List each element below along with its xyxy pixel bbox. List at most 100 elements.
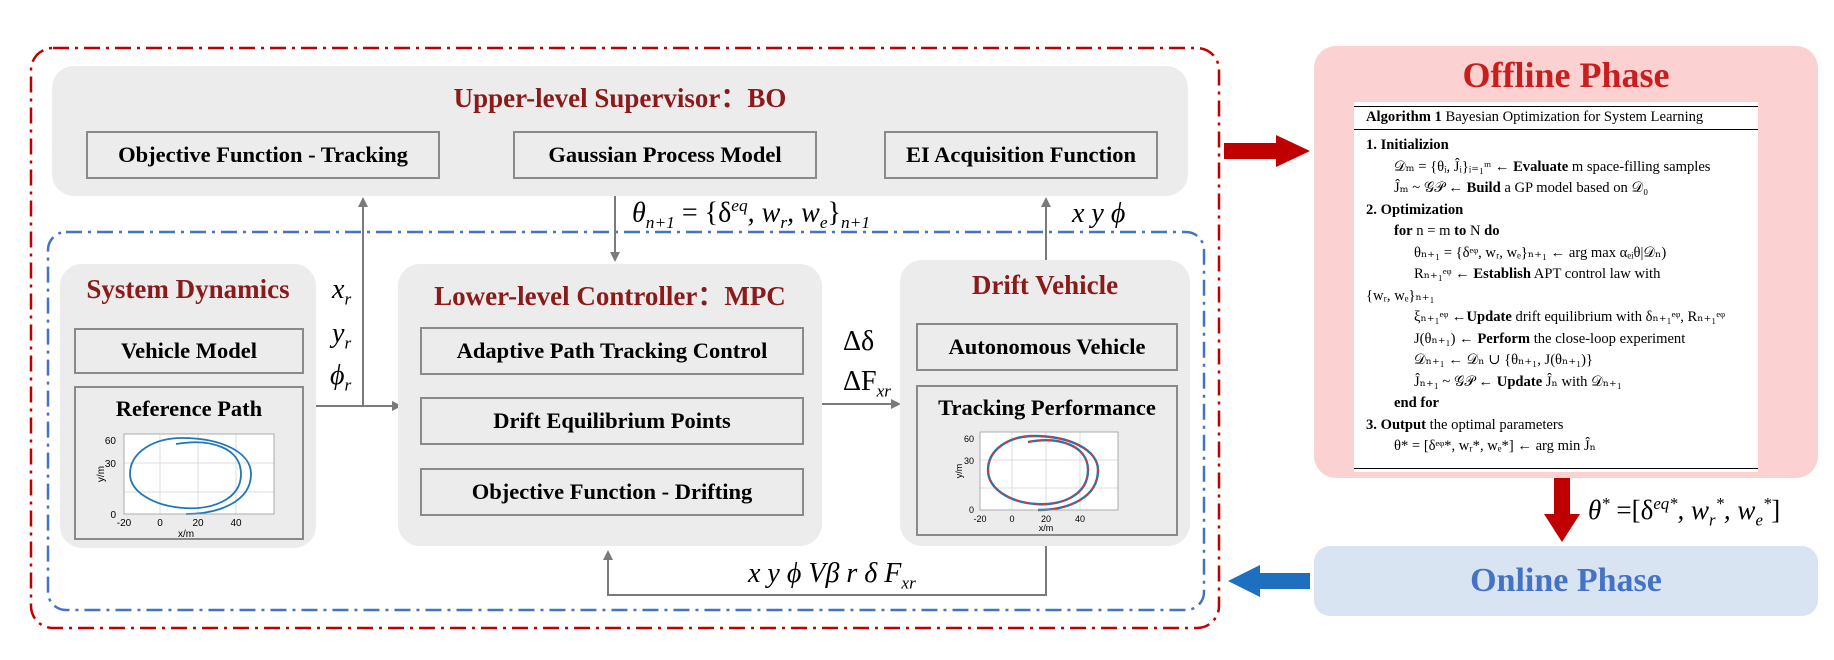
algorithm-line-text: {wᵣ, wₑ}ₙ₊₁ — [1366, 287, 1435, 304]
lower-frame — [46, 230, 1206, 612]
gaussian-process-box: Gaussian Process Model — [513, 131, 817, 179]
upper-supervisor-title: Upper-level Supervisor：BO — [453, 83, 787, 113]
ref-xtick-40: 40 — [230, 518, 242, 529]
algorithm-box: Algorithm 1 Bayesian Optimization for Sy… — [1354, 102, 1758, 472]
theta-star-label: θ* =[δeq*, wr*, we*] — [1588, 494, 1781, 530]
objective-drifting-box: Objective Function - Drifting — [420, 468, 804, 516]
algorithm-line-text: N — [1466, 223, 1485, 239]
tracking-actual-curve — [987, 435, 1099, 511]
algorithm-line: Ĵₘ ~ 𝒢𝒫 ← Build a GP model based on 𝒟₀ — [1394, 179, 1648, 199]
algorithm-line-text: n = m — [1412, 223, 1455, 239]
algorithm-line-text: Rₙ₊₁ᵉᵠ ← — [1414, 266, 1474, 282]
algorithm-line: ξₙ₊₁ᵉᵠ ←Update drift equilibrium with δₙ… — [1414, 308, 1725, 328]
xyphi-top-label: x y ϕ — [1072, 198, 1126, 229]
lower-controller-title: Lower-level Controller：MPC — [434, 281, 786, 311]
algorithm-header: Algorithm 1 Bayesian Optimization for Sy… — [1366, 109, 1704, 125]
algorithm-line-text: 2. Optimization — [1366, 201, 1464, 218]
offline-phase-title: Offline Phase — [1462, 55, 1670, 95]
tracking-performance-plot: 60 30 0 -20 0 20 40 x/m y/m — [954, 431, 1119, 532]
xr-label: xr — [332, 274, 352, 309]
upper-frame — [29, 46, 1221, 630]
algorithm-line-text: 𝒟ₘ = {θᵢ, Ĵᵢ}ᵢ₌₁ᵐ ← — [1394, 158, 1514, 175]
algorithm-line: J(θₙ₊₁) ← Perform the close-loop experim… — [1414, 330, 1685, 350]
ref-xtick-m20: -20 — [117, 518, 132, 529]
algorithm-line: for n = m to N do — [1394, 222, 1500, 242]
system-dynamics-title: System Dynamics — [86, 274, 290, 304]
arrow-offline-to-online — [1544, 476, 1580, 542]
algorithm-line-text: m space-filling samples — [1568, 158, 1711, 175]
ref-xtick-20: 20 — [192, 518, 204, 529]
algorithm-line-text: the close-loop experiment — [1530, 330, 1686, 347]
algorithm-line-text: for — [1394, 223, 1413, 239]
algorithm-line: θₙ₊₁ = {δᵉᵠ, wᵣ, wₑ}ₙ₊₁ ← arg max αₑᵢθ|𝒟… — [1414, 244, 1666, 264]
trk-ytick-60: 60 — [964, 434, 974, 444]
algorithm-line-text: do — [1484, 223, 1500, 239]
algorithm-line-text: Build — [1466, 180, 1501, 196]
algorithm-line-text: Evaluate — [1513, 158, 1569, 175]
ref-xlabel: x/m — [178, 529, 194, 538]
ei-acquisition-box: EI Acquisition Function — [884, 131, 1158, 179]
algorithm-line: {wᵣ, wₑ}ₙ₊₁ — [1366, 287, 1435, 307]
algorithm-line-text: APT control law with — [1530, 266, 1661, 282]
trk-xtick-m20: -20 — [973, 514, 986, 524]
trk-xtick-20: 20 — [1041, 514, 1051, 524]
ref-ylabel: y/m — [96, 466, 107, 482]
reference-path-plot: 60 30 0 -20 0 20 40 x/m y/m — [96, 433, 275, 538]
autonomous-vehicle-box: Autonomous Vehicle — [916, 323, 1178, 371]
algorithm-line: Rₙ₊₁ᵉᵠ ← Establish APT control law with — [1414, 265, 1660, 285]
trk-ytick-0: 0 — [969, 505, 974, 515]
tracking-performance-title: Tracking Performance — [938, 395, 1156, 420]
ref-ytick-0: 0 — [110, 510, 116, 521]
trk-xlabel: x/m — [1039, 523, 1054, 532]
algorithm-line-text: 𝒟ₙ₊₁ ← 𝒟ₙ ∪ {θₙ₊₁, J(θₙ₊₁)} — [1414, 352, 1594, 368]
ref-ytick-60: 60 — [105, 436, 117, 447]
algorithm-line-text: Perform — [1477, 330, 1531, 347]
algorithm-line: Ĵₙ₊₁ ~ 𝒢𝒫 ← Update Ĵₙ with 𝒟ₙ₊₁ — [1414, 373, 1622, 393]
algorithm-line-text: drift equilibrium with δₙ₊₁ᵉᵠ, Rₙ₊₁ᵉᵠ — [1511, 309, 1726, 325]
theta-n1-label: θn+1 = {δeq, wr, we}n+1 — [632, 196, 871, 232]
yr-label: yr — [332, 318, 352, 353]
delta-delta-label: Δδ — [843, 326, 875, 357]
trk-ytick-30: 30 — [964, 456, 974, 466]
vehicle-model-box: Vehicle Model — [74, 328, 304, 374]
ref-ytick-30: 30 — [105, 459, 117, 470]
reference-path-title: Reference Path — [115, 396, 263, 421]
algorithm-line: 𝒟ₙ₊₁ ← 𝒟ₙ ∪ {θₙ₊₁, J(θₙ₊₁)} — [1414, 351, 1593, 371]
algorithm-line-text: Update — [1466, 309, 1512, 325]
ref-xtick-0: 0 — [157, 518, 163, 529]
algorithm-line-text: Ĵₙ₊₁ ~ 𝒢𝒫 ← — [1414, 373, 1497, 390]
algorithm-line: 𝒟ₘ = {θᵢ, Ĵᵢ}ᵢ₌₁ᵐ ← Evaluate m space-fil… — [1394, 158, 1710, 178]
online-phase-title: Online Phase — [1470, 562, 1662, 599]
phir-label: ϕr — [330, 360, 352, 395]
algorithm-line: 1. Initializion — [1366, 136, 1449, 156]
trk-ylabel: y/m — [954, 464, 964, 479]
adaptive-path-tracking-box: Adaptive Path Tracking Control — [420, 327, 804, 375]
algorithm-line-text: Ĵₙ with 𝒟ₙ₊₁ — [1542, 373, 1622, 390]
algorithm-line-text: ξₙ₊₁ᵉᵠ ← — [1414, 309, 1467, 325]
arrow-to-offline — [1224, 135, 1310, 167]
algorithm-line-text: 1. Initializion — [1366, 137, 1449, 153]
algorithm-line-text: Ĵₘ ~ 𝒢𝒫 ← — [1394, 180, 1467, 196]
arrow-online-to-framework — [1228, 565, 1310, 597]
algorithm-line: end for — [1394, 394, 1439, 414]
algorithm-line: 2. Optimization — [1366, 201, 1463, 221]
algorithm-line-text: the optimal parameters — [1426, 416, 1564, 433]
algorithm-line-text: a GP model based on 𝒟₀ — [1500, 180, 1649, 196]
objective-tracking-box: Objective Function - Tracking — [86, 131, 440, 179]
online-phase-panel: Online Phase — [1314, 546, 1818, 616]
trk-xtick-0: 0 — [1009, 514, 1014, 524]
algorithm-line: 3. Output the optimal parameters — [1366, 416, 1563, 436]
algorithm-line: θ* = [δᵉᵠ*, wᵣ*, wₑ*] ← arg min Ĵₙ — [1394, 437, 1596, 457]
algorithm-line-text: Update — [1496, 373, 1543, 390]
feedback-label: x y ϕ Vβ r δ Fxr — [748, 558, 916, 593]
reference-path-curve — [129, 437, 252, 515]
arrow-feedback — [603, 545, 1047, 596]
trk-xtick-40: 40 — [1075, 514, 1085, 524]
algorithm-line-text: J(θₙ₊₁) ← — [1414, 330, 1478, 347]
algorithm-line-text: θ* = [δᵉᵠ*, wᵣ*, wₑ*] ← arg min Ĵₙ — [1394, 438, 1596, 454]
algorithm-line-text: Establish — [1473, 266, 1531, 282]
algorithm-line-text: 3. Output — [1366, 416, 1427, 433]
algorithm-line-text: end for — [1394, 395, 1439, 411]
algorithm-line-text: θₙ₊₁ = {δᵉᵠ, wᵣ, wₑ}ₙ₊₁ ← arg max αₑᵢθ|𝒟… — [1414, 244, 1667, 261]
